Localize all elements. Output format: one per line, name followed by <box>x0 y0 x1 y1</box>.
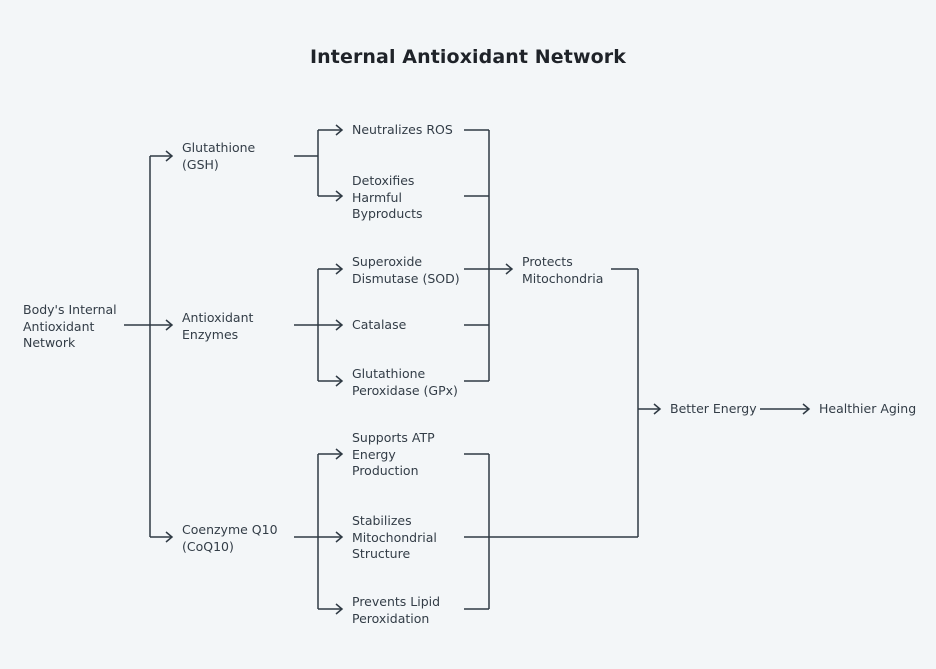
arrowhead-enzymes <box>165 319 174 331</box>
node-line: Production <box>352 463 419 478</box>
node-line: Detoxifies <box>352 173 415 188</box>
arrowhead-coq10 <box>165 531 174 543</box>
node-line: Glutathione <box>352 366 426 381</box>
node-line: (GSH) <box>182 156 219 172</box>
node-line: (CoQ10) <box>182 538 234 554</box>
node-glutathione-peroxidase: Glutathione Peroxidase (GPx) <box>352 366 458 399</box>
arrowhead-glutathione <box>165 150 174 162</box>
node-antioxidant-enzymes: Antioxidant Enzymes <box>182 310 253 343</box>
node-line: Healthier Aging <box>819 401 917 416</box>
node-line: Antioxidant <box>23 318 95 334</box>
node-detoxifies-byproducts: Detoxifies Harmful Byproducts <box>352 173 423 223</box>
connector-root-to-level1 <box>124 156 151 537</box>
node-line: Network <box>23 335 76 350</box>
node-line: Dismutase (SOD) <box>352 270 460 286</box>
arrowhead-stabilizes <box>335 531 344 543</box>
node-supports-atp: Supports ATP Energy Production <box>352 430 435 480</box>
connector-coq10-merge <box>464 453 638 610</box>
node-neutralizes-ros: Neutralizes ROS <box>352 122 453 139</box>
arrowhead-better-energy <box>653 403 662 415</box>
node-line: Energy <box>352 446 396 462</box>
node-line: Glutathione <box>182 140 256 155</box>
node-better-energy: Better Energy <box>670 401 757 418</box>
node-line: Stabilizes <box>352 513 412 528</box>
arrowhead-sod <box>335 263 344 275</box>
node-line: Supports ATP <box>352 430 435 445</box>
node-catalase: Catalase <box>352 317 406 334</box>
node-line: Enzymes <box>182 326 239 342</box>
node-stabilizes-structure: Stabilizes Mitochondrial Structure <box>352 513 437 563</box>
connector-coq10-branch <box>294 454 319 609</box>
node-line: Byproducts <box>352 206 423 221</box>
arrowhead-catalase <box>335 319 344 331</box>
node-glutathione: Glutathione (GSH) <box>182 140 255 173</box>
arrowhead-neutralizes <box>335 124 344 136</box>
node-line: Mitochondrial <box>352 529 437 545</box>
arrowhead-detoxifies <box>335 190 344 202</box>
node-line: Harmful <box>352 189 402 205</box>
node-prevents-lipid-peroxidation: Prevents Lipid Peroxidation <box>352 594 440 627</box>
node-protects-mitochondria: Protects Mitochondria <box>522 254 603 287</box>
arrowhead-lipid <box>335 603 344 615</box>
connector-enzymes-branch <box>294 269 319 381</box>
arrowhead-gpx <box>335 375 344 387</box>
node-superoxide-dismutase: Superoxide Dismutase (SOD) <box>352 254 460 287</box>
node-line: Better Energy <box>670 401 757 416</box>
node-line: Mitochondria <box>522 270 604 286</box>
node-line: Neutralizes ROS <box>352 122 453 137</box>
node-line: Superoxide <box>352 254 423 269</box>
node-line: Protects <box>522 254 573 269</box>
node-line: Peroxidation <box>352 610 430 626</box>
node-line: Structure <box>352 546 411 561</box>
node-line: Body's Internal <box>23 302 117 317</box>
connector-merge-to-protects <box>464 129 511 382</box>
arrowhead-healthier-aging <box>802 403 811 415</box>
diagram-title: Internal Antioxidant Network <box>310 46 626 68</box>
node-body-antioxidant-network: Body's Internal Antioxidant Network <box>23 302 117 352</box>
node-line: Antioxidant <box>182 310 254 325</box>
node-line: Coenzyme Q10 <box>182 522 278 537</box>
node-line: Peroxidase (GPx) <box>352 382 458 398</box>
connector-to-better-energy <box>611 268 659 537</box>
node-line: Prevents Lipid <box>352 594 441 609</box>
node-line: Catalase <box>352 317 407 332</box>
connector-gsh-branch <box>294 130 319 196</box>
arrowhead-atp <box>335 448 344 460</box>
node-healthier-aging: Healthier Aging <box>819 401 916 418</box>
node-coenzyme-q10: Coenzyme Q10 (CoQ10) <box>182 522 278 555</box>
arrowhead-protects <box>505 263 514 275</box>
